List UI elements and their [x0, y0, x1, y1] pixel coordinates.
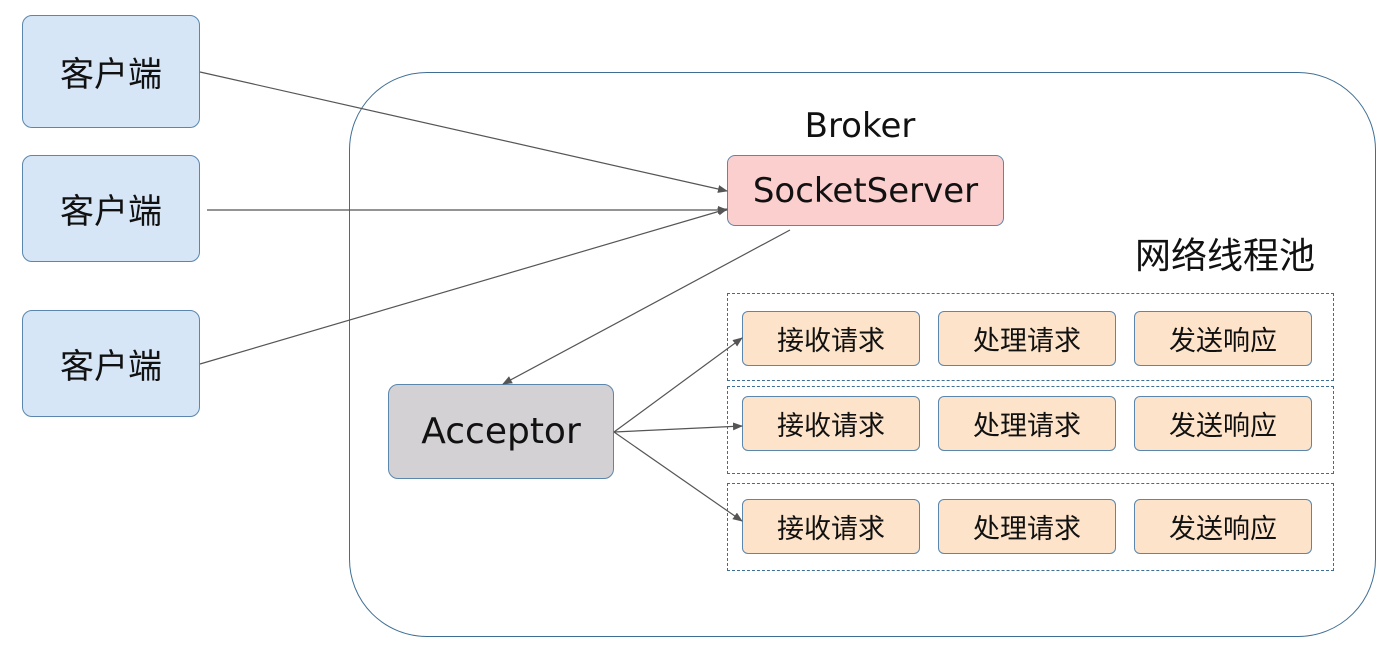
task-label: 接收请求	[777, 514, 885, 545]
socket-server-node: SocketServer	[727, 155, 1004, 226]
task-process-request: 处理请求	[938, 396, 1116, 451]
task-receive-request: 接收请求	[742, 311, 920, 366]
task-process-request: 处理请求	[938, 311, 1116, 366]
task-label: 接收请求	[777, 411, 885, 442]
task-send-response: 发送响应	[1134, 311, 1312, 366]
task-process-request: 处理请求	[938, 499, 1116, 554]
task-receive-request: 接收请求	[742, 499, 920, 554]
socket-server-label: SocketServer	[752, 170, 979, 211]
client-label: 客户端	[60, 347, 162, 387]
task-label: 发送响应	[1169, 326, 1277, 357]
task-receive-request: 接收请求	[742, 396, 920, 451]
thread-group-3	[727, 483, 1334, 571]
client-node-1: 客户端	[22, 15, 200, 128]
task-label: 处理请求	[973, 326, 1081, 357]
client-node-3: 客户端	[22, 310, 200, 417]
task-label: 发送响应	[1169, 514, 1277, 545]
task-send-response: 发送响应	[1134, 499, 1312, 554]
task-label: 处理请求	[973, 514, 1081, 545]
task-send-response: 发送响应	[1134, 396, 1312, 451]
client-label: 客户端	[60, 55, 162, 95]
client-label: 客户端	[60, 192, 162, 232]
acceptor-node: Acceptor	[388, 384, 614, 479]
broker-title: Broker	[804, 106, 916, 146]
task-label: 接收请求	[777, 326, 885, 357]
task-label: 发送响应	[1169, 411, 1277, 442]
task-label: 处理请求	[973, 411, 1081, 442]
thread-pool-title: 网络线程池	[1134, 236, 1315, 277]
acceptor-label: Acceptor	[421, 411, 581, 452]
client-node-2: 客户端	[22, 155, 200, 262]
